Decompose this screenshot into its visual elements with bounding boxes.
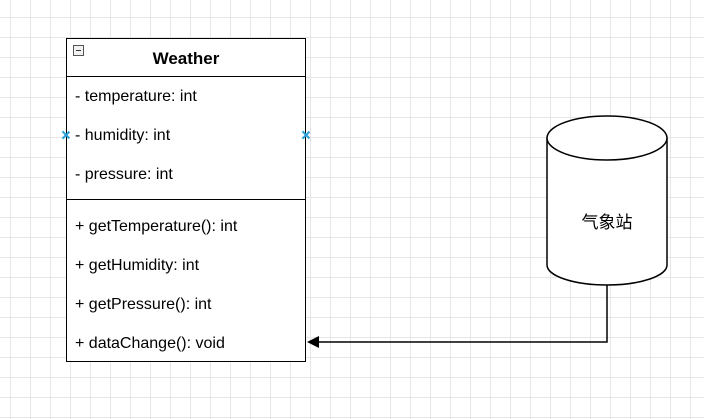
database-label: 气象站 bbox=[581, 213, 633, 233]
class-name: Weather bbox=[152, 49, 220, 68]
method-row[interactable]: + dataChange(): void bbox=[75, 335, 225, 352]
database-shape[interactable] bbox=[546, 115, 668, 286]
uml-class-weather[interactable]: Weather - temperature: int - humidity: i… bbox=[66, 38, 306, 362]
connector-arrowhead bbox=[307, 336, 319, 348]
database-top bbox=[546, 115, 668, 161]
method-row[interactable]: + getPressure(): int bbox=[75, 296, 212, 313]
class-header[interactable]: Weather bbox=[67, 39, 305, 77]
attribute-row[interactable]: - temperature: int bbox=[75, 88, 197, 105]
method-row[interactable]: + getHumidity: int bbox=[75, 257, 200, 274]
attribute-row[interactable]: - pressure: int bbox=[75, 166, 173, 183]
methods-section[interactable]: + getTemperature(): int + getHumidity: i… bbox=[67, 200, 305, 362]
attributes-section[interactable]: - temperature: int - humidity: int - pre… bbox=[67, 77, 305, 200]
connection-point-left-icon[interactable] bbox=[62, 131, 70, 139]
attribute-row[interactable]: - humidity: int bbox=[75, 127, 171, 144]
collapse-toggle-icon[interactable] bbox=[73, 45, 84, 56]
connection-point-right-icon[interactable] bbox=[302, 131, 310, 139]
connector-edge[interactable] bbox=[307, 285, 608, 348]
method-row[interactable]: + getTemperature(): int bbox=[75, 218, 238, 235]
connector-line bbox=[318, 285, 608, 343]
